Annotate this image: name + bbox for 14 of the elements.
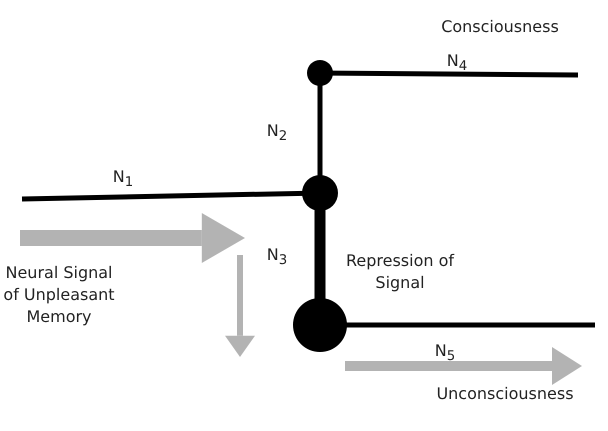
edge-label: N$_{3}$ [266, 244, 288, 270]
annotation-text: Neural Signal of Unpleasant Memory [2, 262, 116, 328]
annotation-text: Consciousness [440, 16, 560, 38]
edge-label: N$_{4}$ [446, 50, 468, 76]
edge-label: N$_{2}$ [266, 120, 288, 146]
nerve-line [22, 190, 304, 202]
nerve-line [314, 209, 326, 301]
edge-label: N$_{1}$ [112, 166, 134, 192]
nerve-line [332, 70, 578, 78]
annotation-text: Repression of Signal [344, 250, 456, 294]
junction-dot [307, 60, 333, 86]
annotation-text: Unconsciousness [435, 383, 575, 405]
nerve-line [318, 84, 322, 177]
edge-label: N$_{5}$ [434, 340, 456, 366]
